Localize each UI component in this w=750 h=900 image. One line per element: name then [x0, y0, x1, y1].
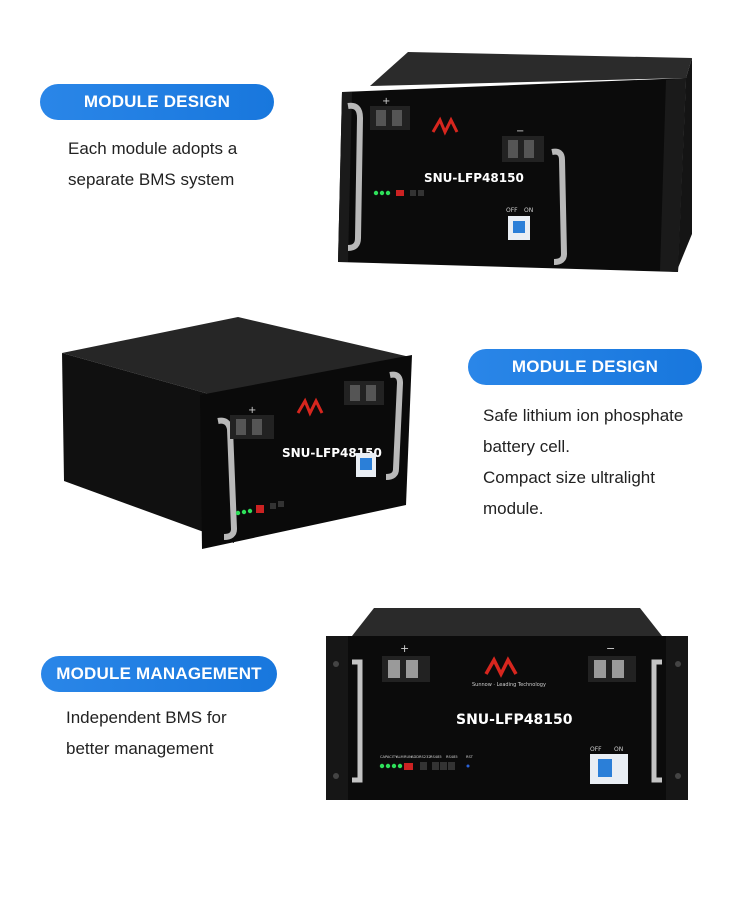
terminal-plus-1: + [382, 96, 390, 107]
section-2-description: Safe lithium ion phosphate battery cell.… [483, 400, 683, 524]
terminal-minus-3: − [606, 642, 615, 655]
section-2-line-4: module. [483, 499, 544, 518]
battery-module-image-2: + SNU-LFP48150 [60, 315, 420, 555]
port-label-rst: RST [466, 755, 474, 759]
port-label-rs232: RS232 [419, 755, 431, 759]
port-label-capacity: CAPACITY [380, 755, 398, 759]
brand-tagline: Sunnow · Leading Technology [472, 682, 546, 688]
switch-off-3: OFF [590, 746, 602, 753]
terminal-plus-2: + [248, 405, 256, 416]
section-1-pill-label: MODULE DESIGN [83, 92, 231, 111]
battery-module-image-1: + − SNU-LFP48150 OFF ON [330, 48, 710, 280]
port-label-add: ADD [411, 755, 419, 759]
section-2-pill: MODULE DESIGN [468, 349, 702, 385]
terminal-minus-1: − [516, 126, 524, 137]
port-label-rs485-a: RS485 [430, 755, 442, 759]
model-label-3: SNU-LFP48150 [456, 712, 573, 728]
switch-on-1: ON [524, 207, 533, 214]
section-3-pill: MODULE MANAGEMENT [41, 656, 277, 692]
battery-module-image-3: + − Sunnow · Leading Technology SNU-LFP4… [326, 606, 688, 804]
section-3-pill-label: MODULE MANAGEMENT [56, 664, 262, 683]
model-label-1: SNU-LFP48150 [424, 171, 524, 185]
switch-on-3: ON [614, 746, 623, 753]
section-2-line-1: Safe lithium ion phosphate [483, 406, 684, 425]
port-label-alm: ALM [396, 755, 404, 759]
port-label-rs485-b: RS485 [446, 755, 458, 759]
section-1-line-1: Each module adopts a [68, 139, 238, 158]
port-label-run: RUN [404, 755, 412, 759]
section-2-line-2: battery cell. [483, 437, 570, 456]
section-1-pill: MODULE DESIGN [40, 84, 274, 120]
switch-off-1: OFF [506, 207, 518, 214]
section-3-line-2: better management [66, 739, 214, 758]
section-3-description: Independent BMS for better management [66, 702, 227, 764]
section-1-line-2: separate BMS system [68, 170, 235, 189]
section-2-line-3: Compact size ultralight [483, 468, 655, 487]
section-3-line-1: Independent BMS for [66, 708, 227, 727]
terminal-plus-3: + [400, 642, 409, 655]
section-1-description: Each module adopts a separate BMS system [68, 133, 237, 195]
section-2-pill-label: MODULE DESIGN [511, 357, 659, 376]
